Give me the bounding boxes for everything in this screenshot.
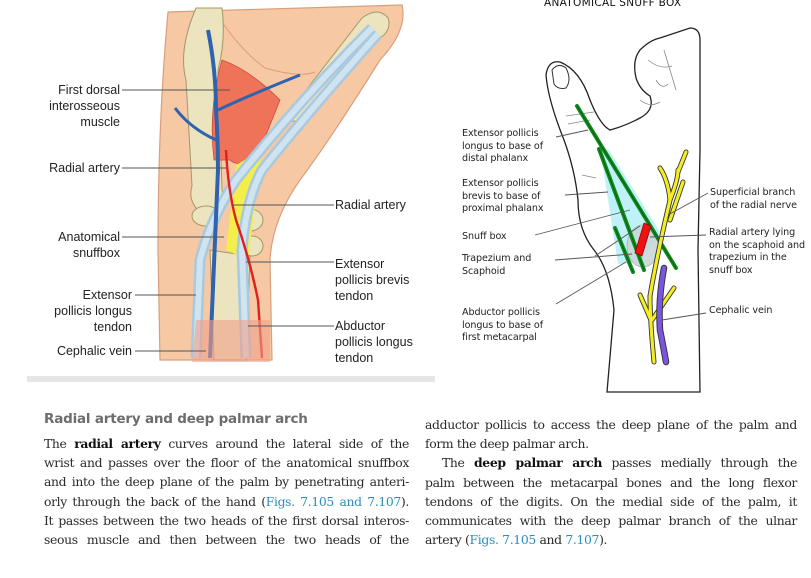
cephalic-vein <box>206 29 221 359</box>
label-line: Extensor pollicis <box>462 128 539 139</box>
cephalic-vein-fill <box>657 265 669 365</box>
text-line: form the deep palmar arch. <box>425 436 589 452</box>
bold-term-deep-palmar-arch: deep palmar arch <box>473 455 603 471</box>
label-line: pollicis brevis <box>335 273 410 287</box>
section-heading: Radial artery and deep palmar arch <box>44 411 308 427</box>
label-line: distal phalanx <box>462 153 529 165</box>
figure-separator <box>27 376 435 382</box>
label-line: longus to base of <box>462 140 543 152</box>
label-epl-schematic: Extensor pollicis longus to base of dist… <box>462 128 543 166</box>
label-line: pollicis longus <box>335 335 413 349</box>
epb-tendon-edge <box>238 31 381 359</box>
text-line: seous muscle and then between the two he… <box>44 532 409 548</box>
label-line: muscle <box>80 115 120 129</box>
text-line: adductor pollicis to access the deep pla… <box>425 417 797 432</box>
label-line: tendon <box>335 289 374 303</box>
text-run: and <box>535 532 566 548</box>
label-line: trapezium in the <box>709 252 787 264</box>
label-line: snuff box <box>709 264 753 276</box>
text-run: artery ( <box>425 532 470 548</box>
label-line: Superficial branch <box>710 187 796 198</box>
label-line: snuffbox <box>72 246 120 260</box>
leader-lines <box>122 89 334 352</box>
text-line: It passes between the two heads of the f… <box>44 512 409 528</box>
label-abductor-pollicis-longus: Abductor pollicis longus tendon <box>335 318 413 366</box>
label-line: of the radial nerve <box>710 199 797 211</box>
label-line: Radial artery lying <box>709 227 796 238</box>
label-line: Extensor pollicis <box>462 178 539 189</box>
text-run: ). <box>599 532 608 548</box>
label-extensor-pollicis-brevis: Extensor pollicis brevis tendon <box>335 256 409 304</box>
label-line: first metacarpal <box>462 332 537 344</box>
thumb-nail <box>551 64 570 89</box>
label-trapezium-scaphoid: Trapezium and Scaphoid <box>462 253 531 278</box>
forearm-muscle <box>192 320 270 362</box>
figure-reference-link[interactable]: Figs. 7.105 and 7.107 <box>265 493 402 509</box>
vein-branch <box>217 73 301 112</box>
label-line: brevis to base of <box>462 190 541 202</box>
text-line: orly through the back of the hand (Figs.… <box>44 492 409 511</box>
label-line: Trapezium and <box>462 253 532 264</box>
schematic-leader-lines <box>534 129 709 321</box>
text-line: tendons of the digits. On the medial sid… <box>425 493 797 509</box>
figure-reference-link[interactable]: 7.107 <box>565 532 600 548</box>
thumb-fold <box>214 11 316 75</box>
label-line: pollicis longus <box>54 304 132 318</box>
text-line: The deep palmar arch passes medially thr… <box>425 453 797 472</box>
figure-reference-link[interactable]: Figs. 7.105 <box>469 532 537 548</box>
label-first-dorsal-interosseous: First dorsal interosseous muscle <box>20 82 120 130</box>
text-run: ). <box>400 493 409 509</box>
text-line: and into the deep plane of the palm by p… <box>44 474 409 490</box>
label-line: Anatomical <box>58 230 120 244</box>
text-run: passes medially through the <box>602 455 797 471</box>
label-line: Scaphoid <box>462 265 506 277</box>
label-cephalic-vein-schematic: Cephalic vein <box>709 305 772 318</box>
bold-term-radial-artery: radial artery <box>74 436 161 451</box>
label-line: Cephalic vein <box>56 344 132 358</box>
label-line: interosseous <box>49 99 120 113</box>
label-line: tendon <box>335 351 374 365</box>
radial-artery-schematic <box>634 222 652 257</box>
text-run: curves around the lateral side of the <box>160 436 409 451</box>
text-line: palm between the metacarpal bones and th… <box>425 474 797 490</box>
text-run: The <box>44 436 75 451</box>
text-line: The radial artery curves around the late… <box>44 434 409 453</box>
label-snuff-box: Snuff box <box>462 231 507 244</box>
text-run: The <box>442 455 474 471</box>
label-line: First dorsal <box>58 83 120 97</box>
schematic-title: ANATOMICAL SNUFF BOX <box>544 0 682 9</box>
first-dorsal-interosseous <box>211 59 281 164</box>
label-radial-artery-schematic: Radial artery lying on the scaphoid and … <box>709 227 805 277</box>
label-line: tendon <box>93 320 132 334</box>
label-radial-artery-right: Radial artery <box>335 197 406 213</box>
label-line: Abductor <box>335 319 386 333</box>
vein-branch <box>173 107 217 142</box>
label-line: Extensor <box>82 288 132 302</box>
label-line: proximal phalanx <box>462 203 544 215</box>
label-radial-artery-left: Radial artery <box>20 160 120 176</box>
label-superficial-branch: Superficial branch of the radial nerve <box>710 187 797 212</box>
text-line: communicates with the deep palmar branch… <box>425 513 797 529</box>
label-cephalic-vein-left: Cephalic vein <box>20 343 132 359</box>
label-line: Abductor pollicis <box>462 307 540 318</box>
text-line: artery (Figs. 7.105 and 7.107). <box>425 530 797 549</box>
left-text-column: The radial artery curves around the late… <box>44 434 409 549</box>
label-extensor-pollicis-longus: Extensor pollicis longus tendon <box>20 287 132 335</box>
label-epb-schematic: Extensor pollicis brevis to base of prox… <box>462 178 544 216</box>
text-run: orly through the back of the hand ( <box>44 493 266 509</box>
label-line: Radial artery <box>335 198 406 212</box>
epl-tendon-edge <box>193 25 375 359</box>
label-line: on the scaphoid and <box>709 239 805 251</box>
label-line: longus to base of <box>462 319 543 331</box>
label-anatomical-snuffbox: Anatomical snuffbox <box>20 229 120 261</box>
radial-artery <box>224 149 264 359</box>
right-text-column: adductor pollicis to access the deep pla… <box>425 415 797 549</box>
label-line: Radial artery <box>49 161 120 175</box>
text-line: wrist and passes over the floor of the a… <box>44 455 409 471</box>
label-apl-schematic: Abductor pollicis longus to base of firs… <box>462 307 543 345</box>
label-line: Extensor <box>335 257 385 271</box>
label-line: Snuff box <box>462 231 507 242</box>
label-line: Cephalic vein <box>709 305 773 316</box>
